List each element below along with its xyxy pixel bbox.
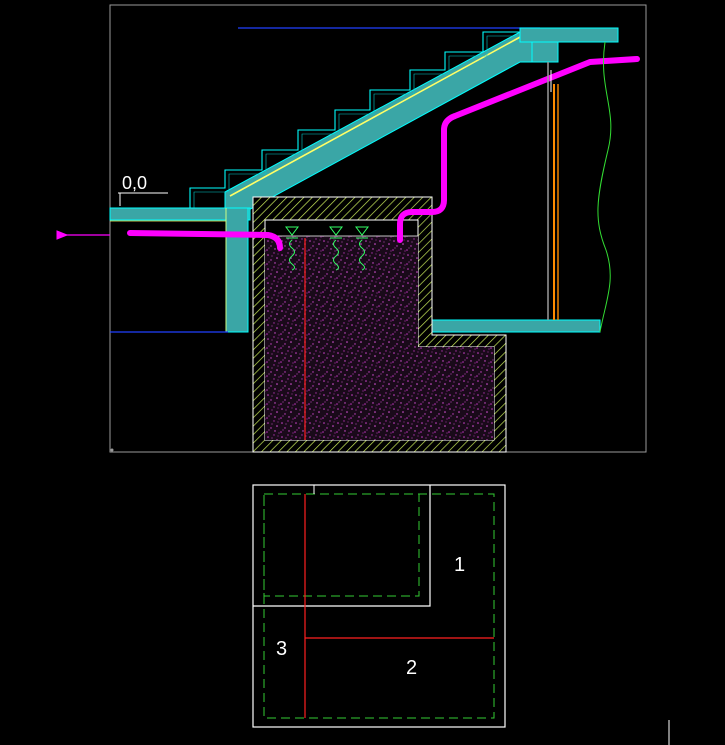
ladder (547, 62, 559, 320)
left-entry-slab (109, 207, 251, 221)
plan-view: 1 2 3 (252, 484, 506, 728)
left-wall-column (225, 207, 249, 333)
zone-label-2: 2 (406, 657, 417, 679)
top-beam (531, 41, 559, 63)
origin-label: 0,0 (122, 173, 147, 193)
stair-slab (224, 29, 541, 213)
plan-upper-chamber-dashed (263, 493, 420, 597)
stair-steps (189, 31, 520, 208)
section-view: 0,0 (56, 4, 647, 453)
lower-right-slab (431, 319, 601, 333)
water-marker (285, 226, 299, 271)
break-line (597, 41, 612, 333)
water-level-markers (285, 226, 369, 271)
frame-corner-marker (110, 448, 114, 452)
origin-marker: 0,0 (118, 173, 168, 206)
zone-label-3: 3 (276, 638, 287, 660)
top-landing-slab (519, 27, 619, 43)
tank-sludge (265, 236, 494, 440)
outlet-pipe (127, 230, 283, 251)
plan-upper-chamber (253, 485, 431, 607)
inlet-pipe (397, 56, 640, 243)
water-marker (355, 226, 369, 271)
stair-slab-edge (229, 35, 523, 197)
zone-label-1: 1 (454, 554, 465, 576)
stair-steps-inner (193, 35, 520, 208)
water-marker (329, 226, 343, 271)
